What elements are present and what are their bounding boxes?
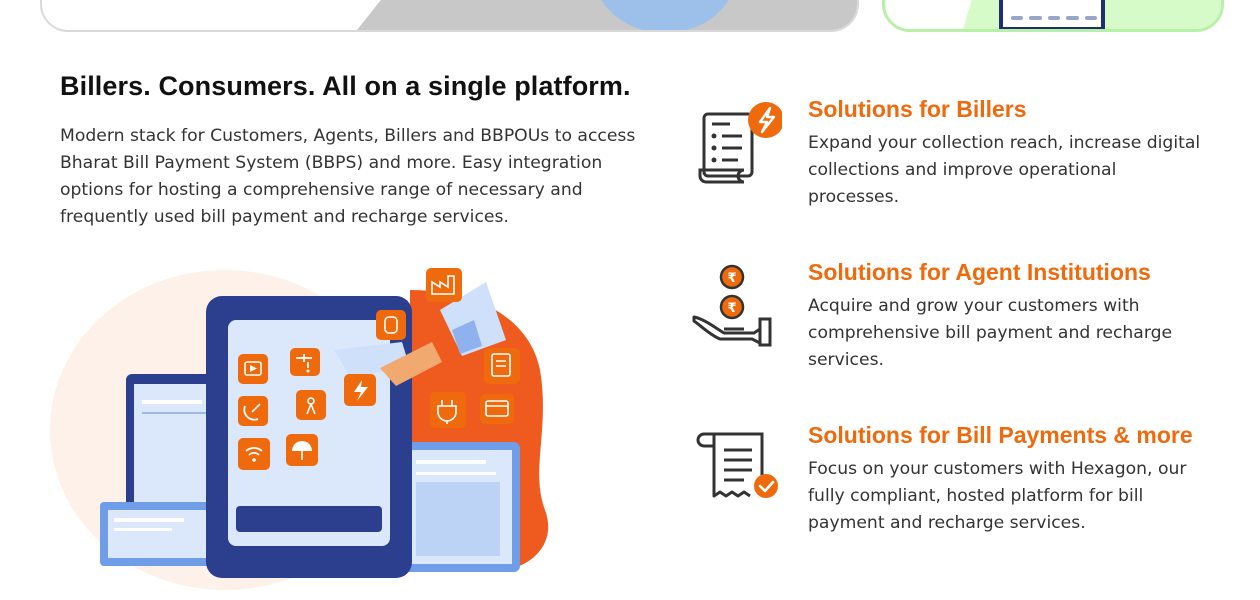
broadcast-tower-icon	[296, 390, 326, 420]
hand-rupee-coins-icon: ₹ ₹	[692, 264, 772, 347]
solution-text: Acquire and grow your customers with com…	[808, 296, 1173, 370]
visa-logo-icon	[1084, 16, 1098, 20]
svg-text:₹: ₹	[727, 271, 736, 286]
solution-title: Solutions for Billers	[808, 96, 1027, 122]
top-card-left	[40, 0, 859, 32]
flying-paper-2	[380, 342, 442, 386]
bill-lightning-icon	[698, 102, 782, 184]
receipt-check-icon	[696, 432, 778, 498]
amex-logo-icon	[1011, 16, 1024, 20]
tap-icon	[290, 348, 320, 376]
rupay-logo-icon	[1066, 16, 1079, 20]
umbrella-icon	[286, 434, 318, 466]
dish-antenna-icon	[238, 396, 268, 426]
power-plug-icon	[430, 392, 466, 428]
mastercard-logo-icon	[1047, 16, 1061, 20]
credit-card-icon	[480, 394, 514, 424]
wifi-icon	[238, 438, 270, 470]
tablet-button	[236, 506, 382, 532]
bill-payment-illustration	[50, 268, 549, 590]
payment-logos	[1011, 16, 1098, 22]
video-icon	[238, 354, 268, 384]
top-card-right	[882, 0, 1224, 32]
document-shield-icon	[484, 348, 520, 384]
factory-icon	[426, 268, 462, 302]
svg-text:₹: ₹	[727, 301, 736, 316]
solution-title: Solutions for Agent Institutions	[808, 259, 1151, 285]
upi-logo-icon	[1029, 16, 1042, 20]
section-description: Modern stack for Customers, Agents, Bill…	[60, 126, 636, 227]
solution-title: Solutions for Bill Payments & more	[808, 422, 1193, 448]
gas-cylinder-icon	[376, 310, 406, 340]
phone-mockup	[999, 0, 1105, 29]
solution-text: Focus on your customers with Hexagon, ou…	[808, 459, 1187, 533]
solution-text: Expand your collection reach, increase d…	[808, 133, 1201, 207]
section-headline: Billers. Consumers. All on a single plat…	[60, 71, 631, 101]
electricity-icon	[344, 374, 376, 406]
